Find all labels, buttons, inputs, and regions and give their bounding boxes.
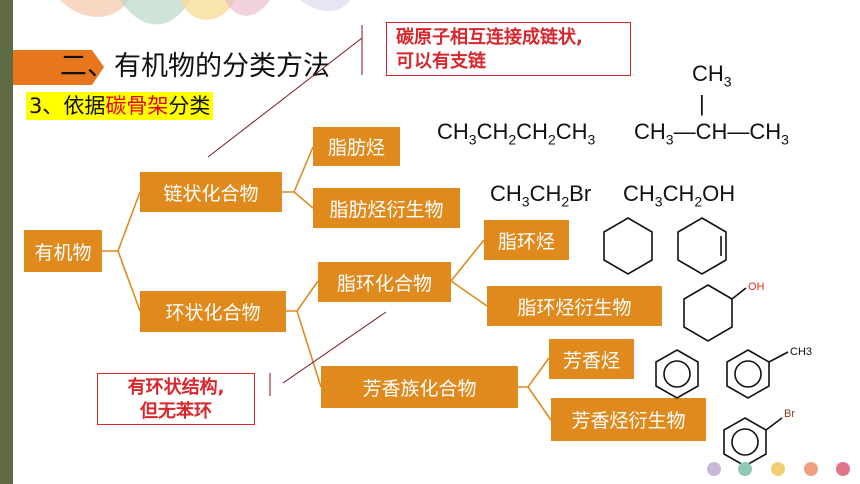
note-chain-line2: 可以有支链 [396,51,486,72]
toluene-methyl-bond [768,351,789,363]
connector-ring-aromatic [296,310,322,388]
formula-ethanol: CH3CH2OH [623,181,736,210]
toluene-ring [726,349,770,399]
benzene-ring [655,349,699,399]
cyclohexanol-ring [683,284,733,342]
subtitle-highlight: 碳骨架 [105,94,169,118]
cyclohexene-ring [677,217,727,275]
oh-label: OH [748,281,765,293]
title-tab [13,50,92,85]
deco-leaf [300,0,350,12]
note-ring-line2: 但无苯环 [140,401,212,422]
bromo-label: Br [784,408,795,420]
cyclohexane-ring [603,217,653,275]
section-subtitle: 3、依据碳骨架分类 [26,92,214,120]
cyclohexanol-oh-bond [731,287,747,300]
deco-dot [804,462,818,476]
node-aromatic-compound: 芳香族化合物 [321,366,518,408]
deco-leaf [180,0,235,20]
node-fatty-hydrocarbon: 脂肪烃 [313,127,400,166]
node-chain-compound: 链状化合物 [140,172,282,212]
note-ring-line1: 有环状结构, [127,377,225,398]
formula-isobutane-branch: CH3 [692,61,732,90]
node-root: 有机物 [24,230,102,272]
title-number: 二、 [60,51,114,82]
node-alicyclic-compound: 脂环化合物 [318,262,451,302]
connector-root-ring [117,250,141,312]
subtitle-suffix: 分类 [168,94,211,118]
note-ring: 有环状结构, 但无苯环 [97,373,255,425]
connector-alicyclic-derivative [450,280,488,307]
node-aromatic-derivative: 芳香烃衍生物 [551,398,706,441]
title-text: 有机物的分类方法 [114,51,330,82]
node-alicyclic-hydrocarbon: 脂环烃 [484,220,569,260]
note-chain-line1: 碳原子相互连接成链状, [396,27,583,48]
bromobenzene-ring [723,417,767,467]
page-title: 二、有机物的分类方法 [60,49,330,85]
node-ring-compound: 环状化合物 [140,291,286,332]
deco-leaf [60,0,130,17]
node-fatty-derivative: 脂肪烃衍生物 [313,188,460,228]
deco-dot [738,462,752,476]
formula-butane: CH3CH2CH2CH3 [437,119,596,148]
benzene-aromatic-circle [663,360,691,388]
deco-leaf [225,0,270,16]
left-sidebar-bar [0,0,13,484]
formula-isobutane: CH3—CH—CH3 [634,119,789,148]
toluene-aromatic-circle [734,360,762,388]
bromobenzene-aromatic-circle [731,428,759,456]
connector-aromatic-derivative [527,386,552,421]
node-alicyclic-derivative: 脂环烃衍生物 [487,286,662,326]
node-aromatic-hydrocarbon: 芳香烃 [549,339,634,379]
note-chain: 碳原子相互连接成链状, 可以有支链 [386,22,631,76]
subtitle-prefix: 3、依据 [29,94,106,118]
deco-dot [771,462,785,476]
formula-isobutane-bond: | [699,91,705,116]
deco-leaf [120,0,190,25]
deco-dot [707,462,721,476]
note-pointer-ring [282,311,387,384]
note-pointer-chain [207,37,363,158]
bromobenzene-br-bond [765,417,783,431]
formula-bromoethane: CH3CH2Br [490,181,592,210]
deco-dot [836,462,850,476]
connector-chain-derivative [293,191,314,209]
methyl-label: CH3 [790,346,812,358]
